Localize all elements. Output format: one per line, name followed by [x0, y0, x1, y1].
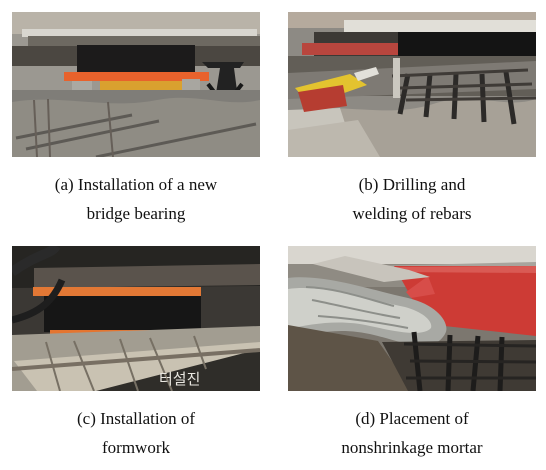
- photo-new-bridge-bearing: [12, 12, 260, 157]
- caption-c-line-2: formwork: [102, 438, 170, 457]
- caption-d-line-2: nonshrinkage mortar: [341, 438, 483, 457]
- caption-b: (b) Drilling and welding of rebars: [288, 170, 536, 228]
- photo-nonshrinkage-mortar-placement: [288, 246, 536, 391]
- caption-d: (d) Placement of nonshrinkage mortar: [288, 404, 536, 462]
- caption-c-line-1: (c) Installation of: [76, 409, 195, 428]
- caption-a: (a) Installation of a new bridge bearing: [12, 170, 260, 228]
- caption-a-line-2: bridge bearing: [86, 204, 186, 223]
- caption-b-line-2: welding of rebars: [352, 204, 472, 223]
- caption-c: (c) Installation of formwork: [12, 404, 260, 462]
- caption-d-line-1: (d) Placement of: [355, 409, 469, 428]
- caption-b-line-1: (b) Drilling and: [358, 175, 466, 194]
- photo-formwork-installation: 터설진: [12, 246, 260, 391]
- photo-drilling-welding-rebars: [288, 12, 536, 157]
- formwork-marking: 터설진: [159, 370, 200, 388]
- caption-a-line-1: (a) Installation of a new: [54, 175, 218, 194]
